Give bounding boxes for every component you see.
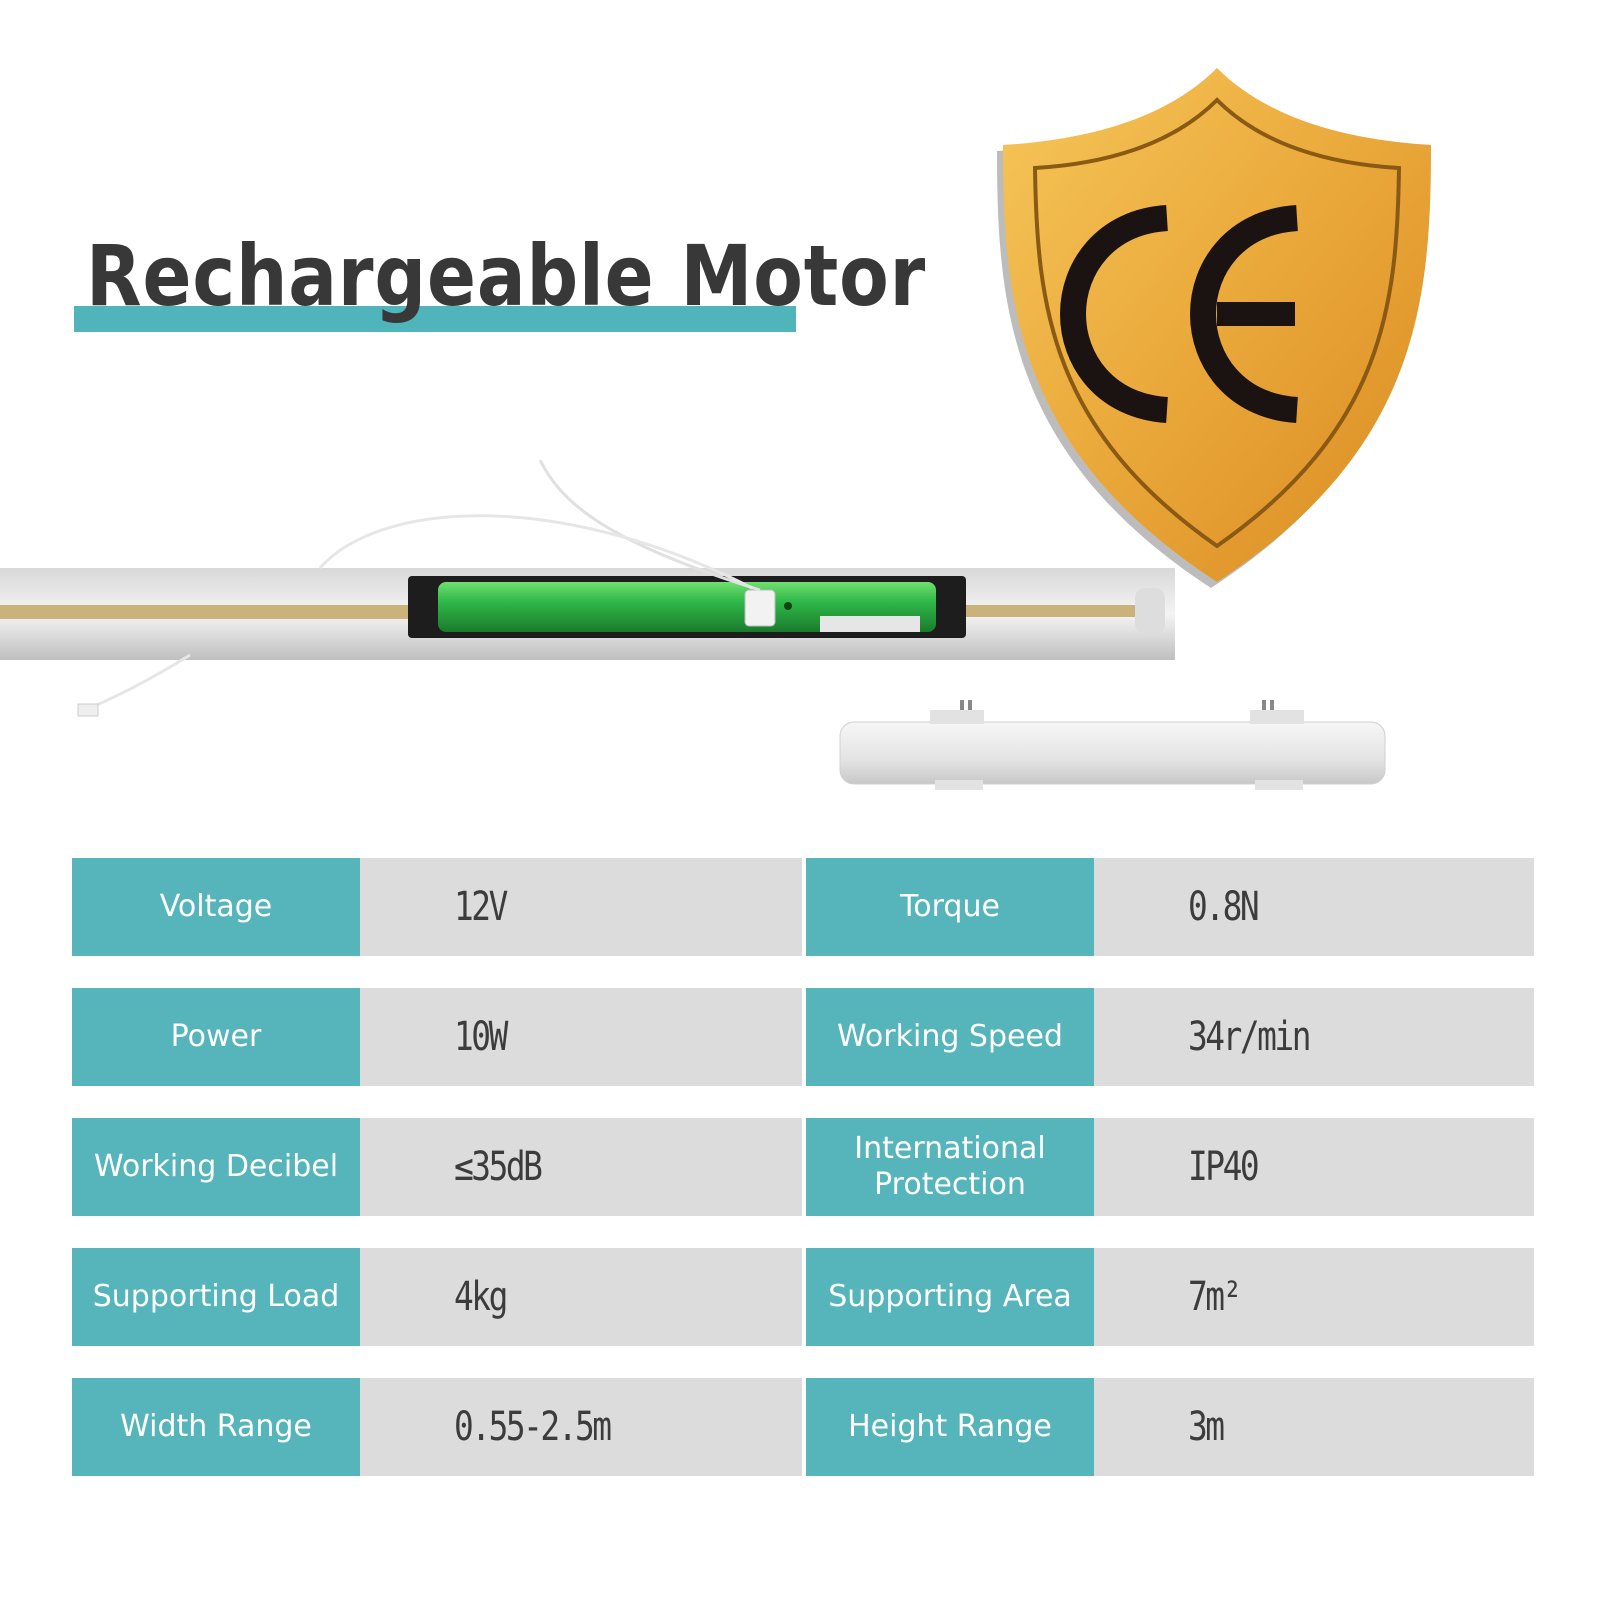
page-title-block: Rechargeable Motor xyxy=(74,228,925,338)
spec-value: IP40 xyxy=(1094,1118,1534,1216)
spec-row: Working Decibel ≤35dB International Prot… xyxy=(72,1118,1534,1216)
motor-rail-illustration xyxy=(0,460,1386,790)
spec-value: 3m xyxy=(1094,1378,1534,1476)
title-underline xyxy=(74,306,796,332)
spec-value: 10W xyxy=(360,988,802,1086)
spec-value: 12V xyxy=(360,858,802,956)
spec-label: Working Speed xyxy=(806,988,1094,1086)
spec-label: International Protection xyxy=(806,1118,1094,1216)
spec-value: 34r/min xyxy=(1094,988,1534,1086)
page-title: Rechargeable Motor xyxy=(86,227,927,325)
spec-row: Power 10W Working Speed 34r/min xyxy=(72,988,1534,1086)
spec-value: 4kg xyxy=(360,1248,802,1346)
spec-label: Supporting Load xyxy=(72,1248,360,1346)
spec-row: Voltage 12V Torque 0.8N xyxy=(72,858,1534,956)
spec-table: Voltage 12V Torque 0.8N Power 10W Workin… xyxy=(72,858,1534,1478)
motor-tube xyxy=(438,582,936,632)
spec-label: Supporting Area xyxy=(806,1248,1094,1346)
spec-value: 7m² xyxy=(1094,1248,1534,1346)
ce-shield-icon xyxy=(997,68,1431,588)
spec-row: Width Range 0.55-2.5m Height Range 3m xyxy=(72,1378,1534,1476)
spec-label: Power xyxy=(72,988,360,1086)
spec-label: Width Range xyxy=(72,1378,360,1476)
spec-label: Working Decibel xyxy=(72,1118,360,1216)
spec-value: ≤35dB xyxy=(360,1118,802,1216)
spec-value: 0.55-2.5m xyxy=(360,1378,802,1476)
spec-label: Voltage xyxy=(72,858,360,956)
spec-label: Height Range xyxy=(806,1378,1094,1476)
battery-bar xyxy=(839,721,1386,785)
spec-row: Supporting Load 4kg Supporting Area 7m² xyxy=(72,1248,1534,1346)
spec-value: 0.8N xyxy=(1094,858,1534,956)
spec-label: Torque xyxy=(806,858,1094,956)
